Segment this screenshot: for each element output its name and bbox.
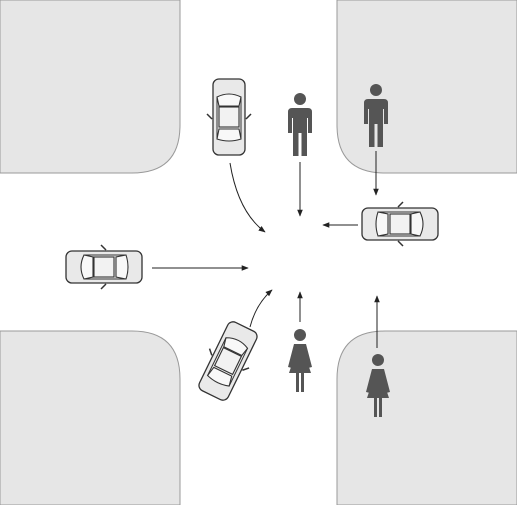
- car-icon: [65, 244, 143, 290]
- block-southeast: [336, 330, 517, 505]
- block-southwest: [0, 330, 181, 505]
- car-icon: [361, 201, 439, 247]
- block-northwest: [0, 0, 181, 174]
- arrow-car-southwest-turn: [249, 289, 273, 328]
- car-icon: [206, 78, 252, 156]
- block-northeast: [336, 0, 517, 174]
- arrow-car-north-turn: [229, 162, 266, 233]
